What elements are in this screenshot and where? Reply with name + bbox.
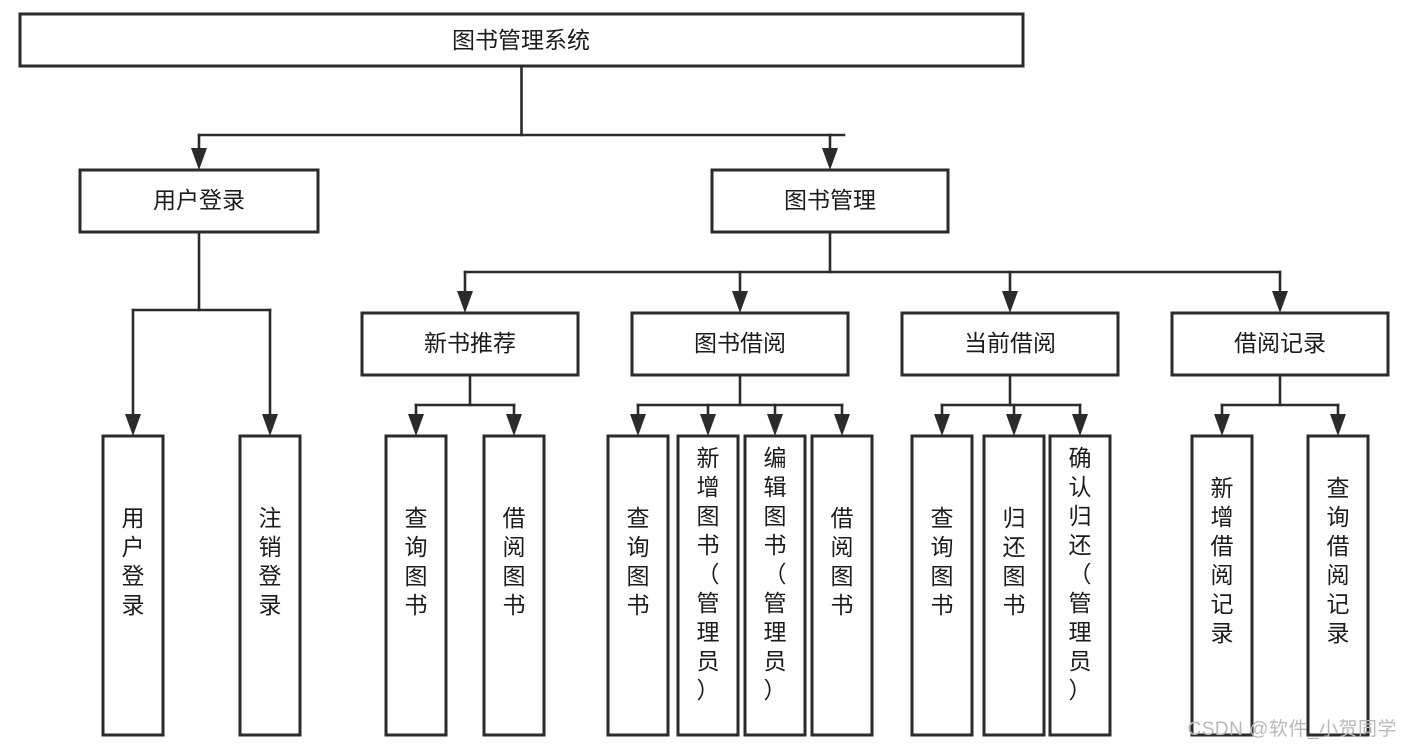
leaf-node-edit-book-admin-box[interactable] <box>743 434 807 737</box>
node-book-borrow-label: 图书借阅 <box>694 330 786 356</box>
node-user-login[interactable]: 用户登录 <box>78 168 320 234</box>
node-new-book-recommend-box[interactable] <box>360 311 580 377</box>
node-borrow-record-label: 借阅记录 <box>1234 330 1326 356</box>
node-new-book-recommend-label: 新书推荐 <box>424 330 516 356</box>
arrow-head-add-record <box>1214 414 1230 436</box>
leaf-node-query-book-current-box[interactable] <box>910 434 974 737</box>
arrow-head-current-borrow <box>1002 291 1018 313</box>
leaf-node-confirm-return-admin[interactable]: 确认归还（管理员） <box>1048 434 1112 737</box>
arrow-head-query-book-3 <box>934 414 950 436</box>
node-current-borrow-label: 当前借阅 <box>964 330 1056 356</box>
watermark-text: CSDN @软件_小贺同学 <box>1187 719 1397 740</box>
arrow-head-borrow-book-2 <box>834 414 850 436</box>
leaf-node-add-borrow-record[interactable]: 新增借阅记录 <box>1190 434 1254 737</box>
leaf-node-add-book-admin-box[interactable] <box>676 434 740 737</box>
arrow-head-book-borrow <box>732 291 748 313</box>
arrow-head-leaf-logout <box>262 414 278 436</box>
leaf-node-query-book-borrow[interactable]: 查询图书 <box>606 434 670 737</box>
leaf-node-logout[interactable]: 注销登录 <box>238 434 302 737</box>
leaf-node-user-login[interactable]: 用户登录 <box>101 434 165 737</box>
leaf-node-query-book-newbook[interactable]: 查询图书 <box>384 434 448 737</box>
node-root-box[interactable] <box>18 12 1025 68</box>
leaf-node-query-book-current[interactable]: 查询图书 <box>910 434 974 737</box>
leaf-node-query-borrow-record-label: 查询借阅记录 <box>1327 475 1350 646</box>
arrow-head-query-record <box>1330 414 1346 436</box>
leaf-node-return-book-label: 归还图书 <box>1003 505 1026 618</box>
leaf-node-edit-book-admin-label: 编辑图书（管理员） <box>764 445 787 703</box>
arrow-head-borrow-record <box>1272 291 1288 313</box>
node-user-login-box[interactable] <box>78 168 320 234</box>
leaf-node-query-book-borrow-box[interactable] <box>606 434 670 737</box>
leaf-node-borrow-book-borrow[interactable]: 借阅图书 <box>810 434 874 737</box>
connector-layer <box>125 64 1346 436</box>
node-current-borrow-box[interactable] <box>900 311 1120 377</box>
leaf-node-query-book-borrow-label: 查询图书 <box>627 505 650 618</box>
leaf-node-add-book-admin-label: 新增图书（管理员） <box>697 445 720 703</box>
node-book-management-box[interactable] <box>710 168 950 234</box>
leaf-node-logout-label: 注销登录 <box>259 505 282 618</box>
leaf-node-return-book[interactable]: 归还图书 <box>982 434 1046 737</box>
leaf-node-confirm-return-admin-label: 确认归还（管理员） <box>1069 445 1092 703</box>
arrow-head-query-book-1 <box>408 414 424 436</box>
node-book-borrow-box[interactable] <box>630 311 850 377</box>
arrow-head-confirm-return <box>1072 414 1088 436</box>
leaf-node-user-login-label: 用户登录 <box>122 505 145 618</box>
node-book-borrow[interactable]: 图书借阅 <box>630 311 850 377</box>
arrow-head-user-login <box>191 148 207 170</box>
leaf-node-query-book-newbook-box[interactable] <box>384 434 448 737</box>
node-borrow-record[interactable]: 借阅记录 <box>1170 311 1390 377</box>
node-borrow-record-box[interactable] <box>1170 311 1390 377</box>
leaf-node-add-borrow-record-label: 新增借阅记录 <box>1211 475 1234 646</box>
node-current-borrow[interactable]: 当前借阅 <box>900 311 1120 377</box>
leaf-node-borrow-book-borrow-box[interactable] <box>810 434 874 737</box>
leaf-node-confirm-return-admin-box[interactable] <box>1048 434 1112 737</box>
leaf-node-add-borrow-record-box[interactable] <box>1190 434 1254 737</box>
leaf-node-user-login-box[interactable] <box>101 434 165 737</box>
arrow-head-query-book-2 <box>630 414 646 436</box>
arrow-head-borrow-book-1 <box>506 414 522 436</box>
arrow-head-add-book <box>700 414 716 436</box>
arrow-head-edit-book <box>767 414 783 436</box>
leaf-node-query-book-current-label: 查询图书 <box>931 505 954 618</box>
leaf-node-logout-box[interactable] <box>238 434 302 737</box>
leaf-node-query-borrow-record-box[interactable] <box>1306 434 1370 737</box>
leaf-node-borrow-book-newbook-label: 借阅图书 <box>503 505 526 618</box>
leaf-node-borrow-book-newbook-box[interactable] <box>482 434 546 737</box>
node-user-login-label: 用户登录 <box>153 187 245 213</box>
leaf-node-return-book-box[interactable] <box>982 434 1046 737</box>
leaf-node-edit-book-admin[interactable]: 编辑图书（管理员） <box>743 434 807 737</box>
node-book-management[interactable]: 图书管理 <box>710 168 950 234</box>
leaf-node-add-book-admin[interactable]: 新增图书（管理员） <box>676 434 740 737</box>
arrow-head-leaf-user-login <box>125 414 141 436</box>
node-root-system[interactable]: 图书管理系统 <box>18 12 1025 68</box>
leaf-node-borrow-book-borrow-label: 借阅图书 <box>831 505 854 618</box>
leaf-node-query-book-newbook-label: 查询图书 <box>405 505 428 618</box>
leaf-node-borrow-book-newbook[interactable]: 借阅图书 <box>482 434 546 737</box>
arrow-head-return-book <box>1006 414 1022 436</box>
arrow-head-book-mgmt <box>822 148 838 170</box>
node-book-management-label: 图书管理 <box>784 187 876 213</box>
node-new-book-recommend[interactable]: 新书推荐 <box>360 311 580 377</box>
node-root-label: 图书管理系统 <box>452 27 590 53</box>
leaf-node-query-borrow-record[interactable]: 查询借阅记录 <box>1306 434 1370 737</box>
arrow-head-new-book-rec <box>457 291 473 313</box>
